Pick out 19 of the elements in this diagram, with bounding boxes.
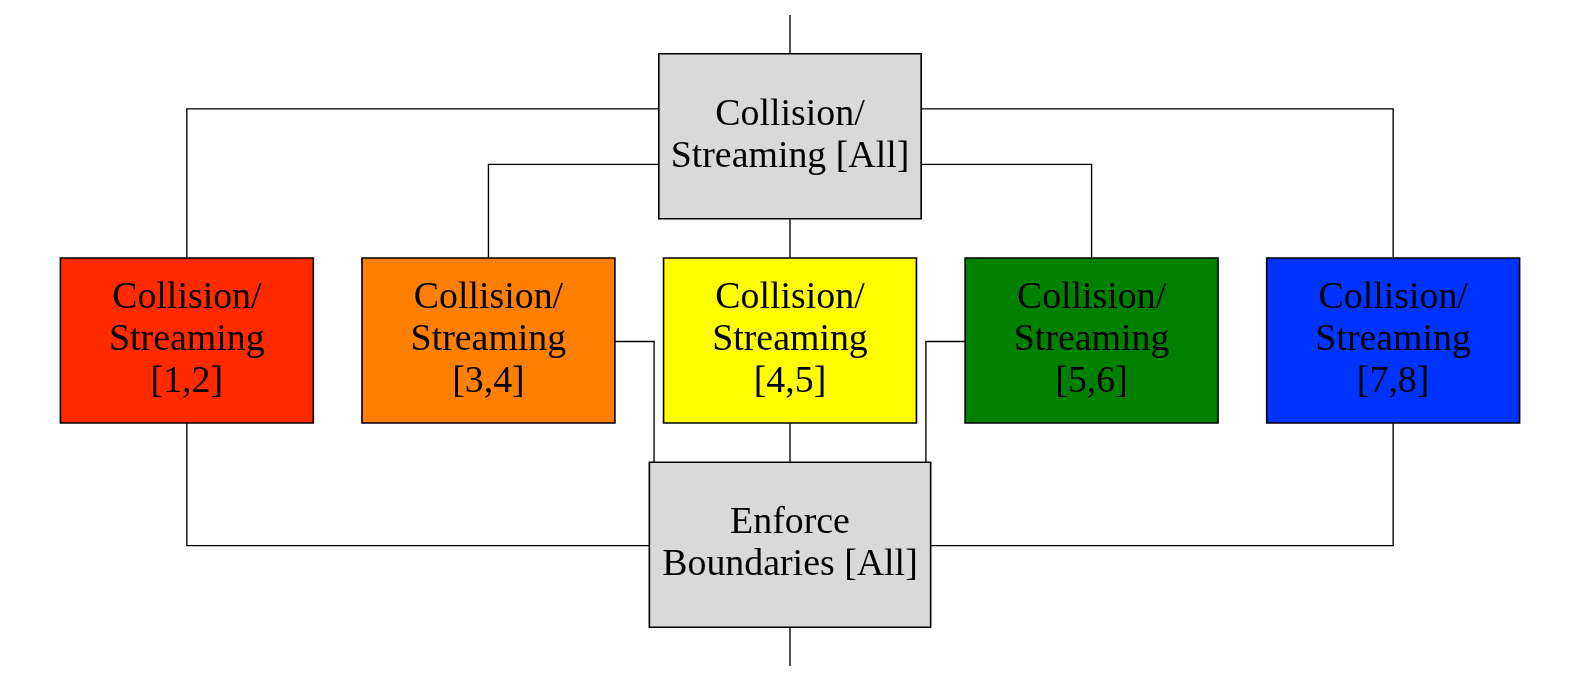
connector [929, 422, 1394, 547]
connector [186, 108, 660, 259]
connector [614, 340, 655, 463]
connector [789, 14, 791, 54]
connector [789, 626, 791, 667]
node-box: Collision/ Streaming [5,6] [964, 257, 1219, 424]
connector [925, 340, 966, 463]
node-box: Collision/ Streaming [4,5] [662, 257, 918, 424]
connector [920, 108, 1394, 259]
connector [789, 218, 791, 259]
node-box: Collision/ Streaming [1,2] [59, 257, 315, 424]
connector [920, 163, 1093, 259]
connector [487, 163, 660, 259]
node-box: Enforce Boundaries [All] [648, 461, 932, 628]
node-box: Collision/ Streaming [7,8] [1265, 257, 1521, 424]
node-box: Collision/ Streaming [3,4] [361, 257, 616, 424]
connector [789, 422, 791, 463]
node-box: Collision/ Streaming [All] [658, 53, 922, 220]
connector [186, 422, 651, 547]
